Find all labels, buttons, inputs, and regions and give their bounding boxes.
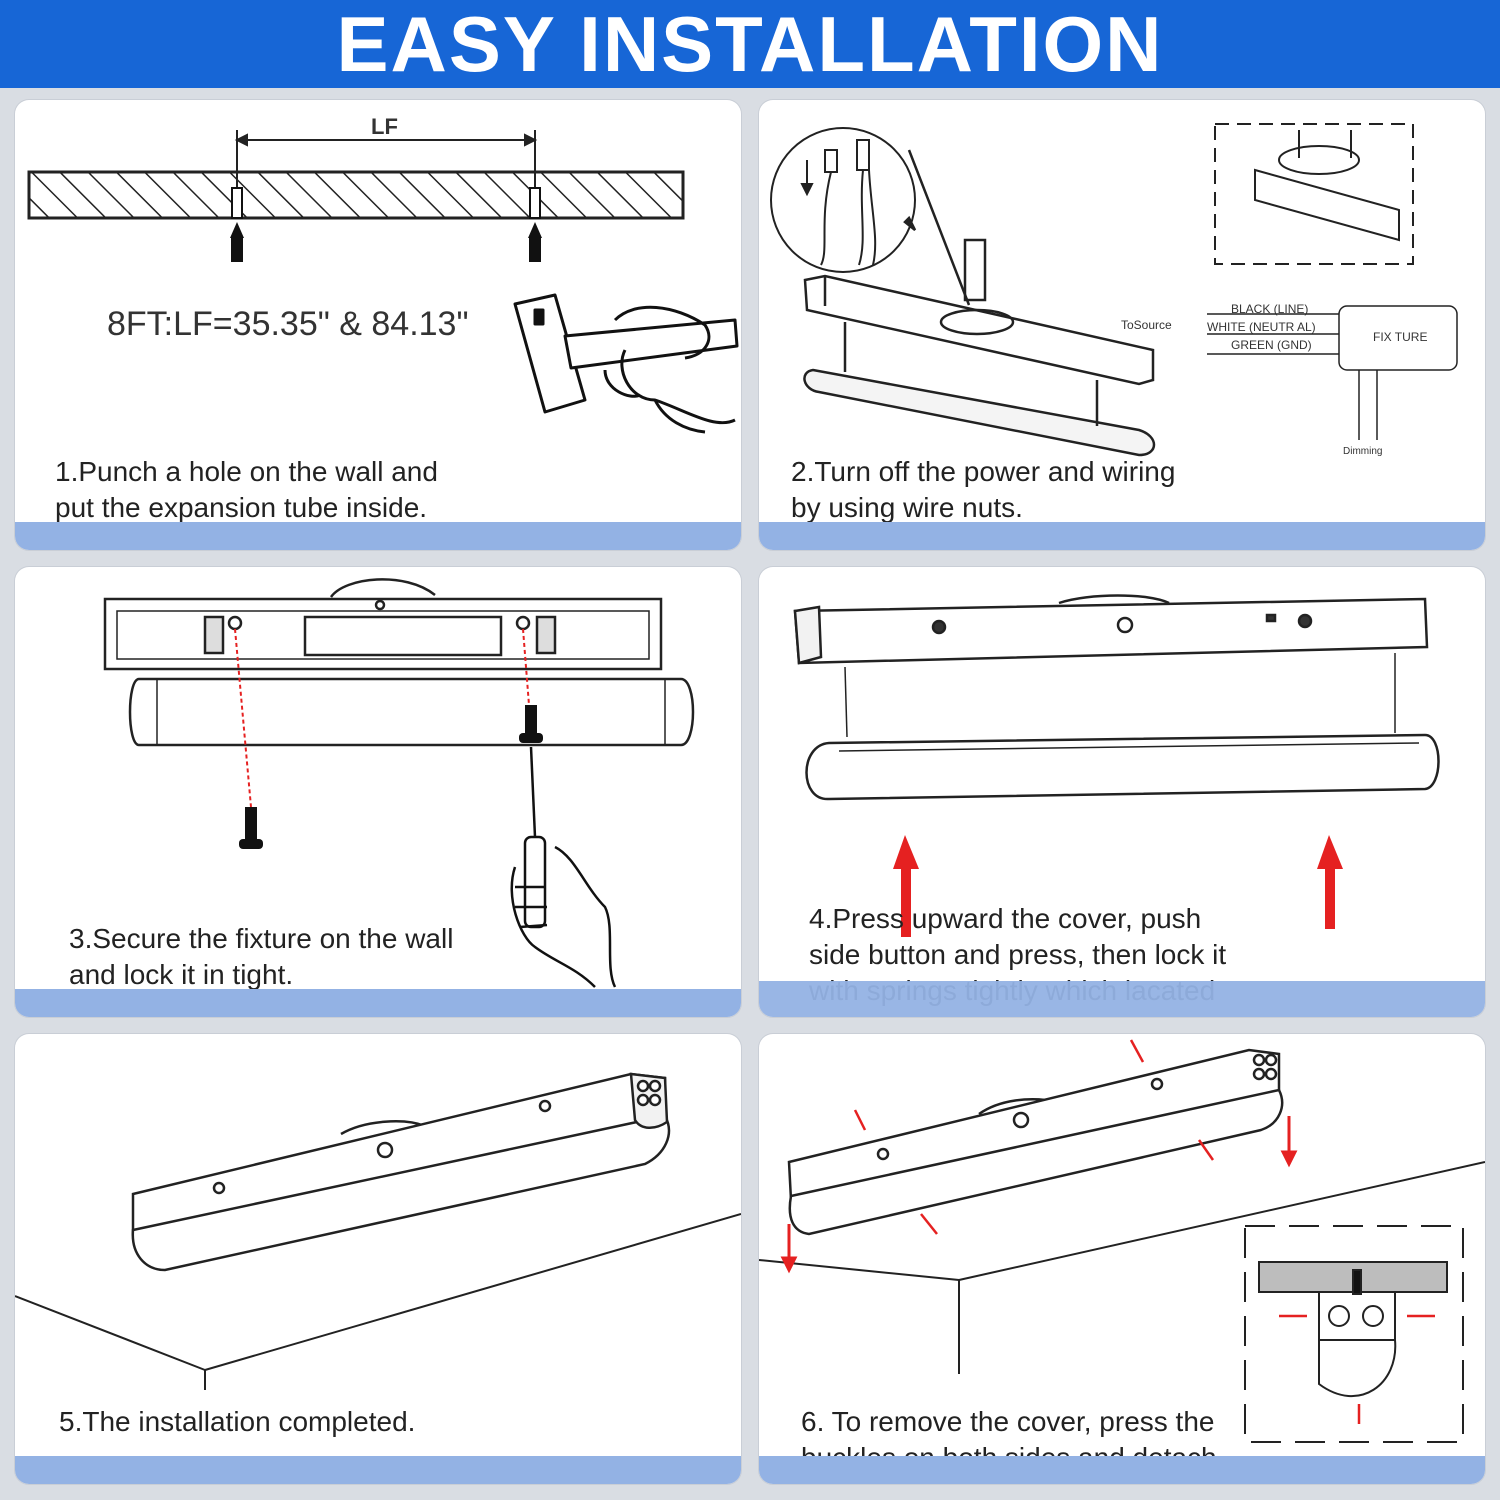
dimming-label: Dimming [1343,446,1383,457]
step-4-panel: 4.Press upward the cover, push side butt… [759,567,1485,1017]
wall-section [27,170,685,220]
step-2-illustration [770,123,1458,457]
fixture-body [803,149,1156,457]
step-1-caption-line-2: put the expansion tube inside. [55,492,428,523]
page-title: EASY INSTALLATION [336,0,1164,88]
arrow-down-icon [780,1116,1298,1274]
step-6-caption-line-1: 6. To remove the cover, press the [801,1406,1215,1437]
step-6-illustration [759,1039,1485,1443]
step-3-band [15,989,741,1017]
step-5-panel: 5.The installation completed. [15,1034,741,1484]
step-1-band [15,522,741,550]
step-2-caption-line-1: 2.Turn off the power and wiring [791,456,1176,487]
screw-icon [239,705,543,849]
step-4-illustration [793,594,1440,937]
step-4-caption-line-1: 4.Press upward the cover, push [809,903,1202,934]
junction-box-detail [1214,123,1414,265]
diffuser-cover [128,677,695,747]
fixture-icon [131,1072,671,1272]
hammer-icon [513,293,739,434]
step-5-caption-line-1: 5.The installation completed. [59,1406,416,1437]
measurement-text: 8FT:LF=35.35" & 84.13" [107,305,469,343]
step-5-band [15,1456,741,1484]
step-4-band [759,981,1485,1017]
step-2-panel: ToSource BLACK (LINE) WHITE (NEUTR AL) G… [759,100,1485,550]
ceiling-outline [15,1213,741,1390]
step-4-caption-line-2: side button and press, then lock it [809,939,1227,970]
fixture-label: FIX TURE [1373,330,1428,344]
fixture-housing [103,578,663,671]
step-1-illustration [27,130,739,434]
anchor-right-icon [528,187,542,262]
wire-black-label: BLACK (LINE) [1231,302,1309,316]
step-6-panel: 6. To remove the cover, press the buckle… [759,1034,1485,1484]
buckle-detail [1244,1225,1464,1443]
wiring-diagram [1207,305,1458,440]
step-3-illustration [103,578,695,988]
fixture-icon [787,1048,1284,1236]
step-2-caption-line-2: by using wire nuts. [791,492,1023,523]
guide-lines [234,628,530,808]
release-marks [853,1039,1215,1235]
wire-white-label: WHITE (NEUTR AL) [1207,320,1316,334]
wire-nut-icon [770,127,916,273]
step-3-panel: 3.Secure the fixture on the wall and loc… [15,567,741,1017]
step-3-caption-line-1: 3.Secure the fixture on the wall [69,923,454,954]
buckle-arrows [1279,1314,1435,1424]
step-5-illustration [15,1072,741,1390]
spring-wires [844,653,1396,738]
arrow-up-icon [893,835,1343,937]
to-source-label: ToSource [1121,318,1172,332]
step-6-band [759,1456,1485,1484]
title-banner: EASY INSTALLATION [0,0,1500,88]
step-3-caption-line-2: and lock it in tight. [69,959,294,990]
anchor-left-icon [230,187,244,262]
step-2-band [759,522,1485,550]
screwdriver-icon [510,746,617,988]
dimension-label: LF [371,114,398,139]
diffuser-cover [805,733,1440,801]
wire-green-label: GREEN (GND) [1231,338,1312,352]
fixture-housing [793,594,1429,665]
step-1-panel: LF 8FT:LF=35.35" & 84.13" 1.Punch a hole… [15,100,741,550]
step-1-caption-line-1: 1.Punch a hole on the wall and [55,456,438,487]
